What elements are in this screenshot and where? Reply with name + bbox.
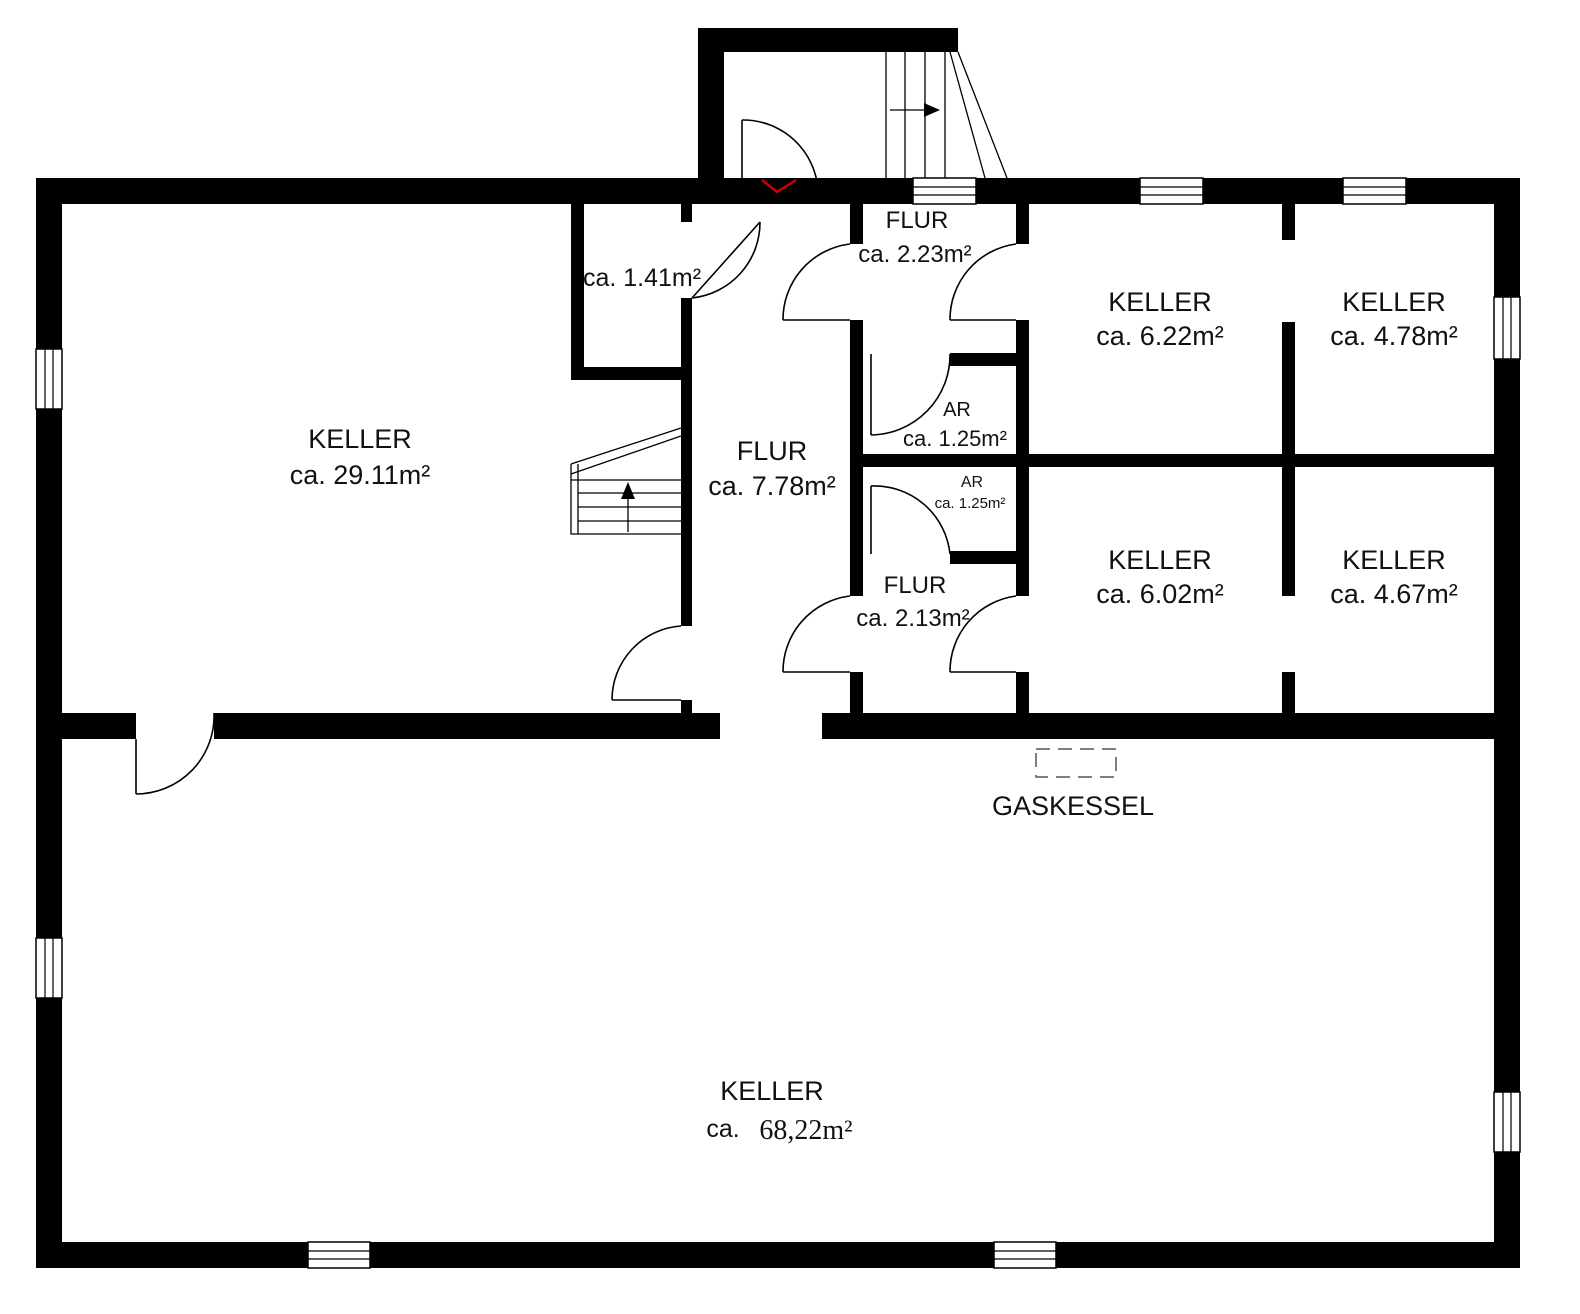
corridor-west-wall-c — [681, 700, 692, 730]
corridor-east-wall-c — [850, 672, 863, 730]
cellar-divider-c — [1282, 672, 1295, 730]
ar-upper-area: ca. 1.25m² — [903, 426, 1007, 451]
ar-lower-area: ca. 1.25m² — [935, 495, 1006, 512]
mid-wall-left — [36, 713, 136, 739]
flur-top-area: ca. 2.23m² — [858, 241, 971, 268]
keller-west-area: ca. 29.11m² — [290, 460, 431, 490]
cellar-divider-b — [1282, 322, 1295, 596]
window-left-2 — [35, 937, 63, 999]
keller-ne1-name: KELLER — [1108, 287, 1212, 317]
cellar-divider-a — [1282, 190, 1295, 240]
outer-wall-bottom — [36, 1242, 1520, 1268]
flur-lower-door-west — [782, 595, 851, 673]
flur-east-wall-a — [1016, 190, 1029, 244]
keller-ne2-name: KELLER — [1342, 287, 1446, 317]
flur-lower-name: FLUR — [884, 572, 947, 599]
storage-wall-left — [571, 190, 584, 380]
keller-big-name: KELLER — [720, 1076, 824, 1106]
keller-west-door — [611, 625, 682, 701]
window-top-1 — [912, 177, 977, 205]
keller-ne2-area: ca. 4.78m² — [1330, 321, 1458, 351]
corridor-west-wall-a — [681, 190, 692, 222]
ar-lower-bottom-wall — [950, 551, 1029, 564]
mid-wall-right — [822, 713, 1520, 739]
gas-boiler — [1035, 748, 1117, 778]
gas-boiler-label: GASKESSEL — [992, 791, 1154, 821]
window-left-1 — [35, 348, 63, 410]
storage-door — [691, 221, 761, 299]
ar-upper-door — [870, 353, 951, 436]
entry-door — [741, 119, 819, 194]
flur-lower-area: ca. 2.13m² — [856, 605, 969, 632]
ar-lower-door — [870, 485, 951, 555]
flur-top-door-east — [949, 243, 1017, 321]
flur-main-name: FLUR — [737, 436, 808, 466]
flur-top-name: FLUR — [886, 207, 949, 234]
keller-big-area-prefix: ca. — [706, 1115, 739, 1143]
keller-se2-area: ca. 4.67m² — [1330, 579, 1458, 609]
keller-se1-area: ca. 6.02m² — [1096, 579, 1224, 609]
corridor-east-wall-a — [850, 190, 863, 244]
corridor-west-wall-b — [681, 298, 692, 626]
doors — [135, 119, 1017, 795]
ar-separator-wall — [850, 454, 1029, 467]
keller-se1-name: KELLER — [1108, 545, 1212, 575]
cellar-mid-wall — [1016, 454, 1520, 467]
keller-ne1-area: ca. 6.22m² — [1096, 321, 1224, 351]
window-bottom-2 — [993, 1241, 1057, 1269]
stair-annex — [885, 51, 1008, 179]
entry-marker-icon — [761, 178, 797, 194]
ar-upper-name: AR — [943, 399, 971, 421]
window-right-2 — [1493, 1091, 1521, 1153]
ar-lower-name: AR — [961, 474, 983, 491]
window-top-2 — [1139, 177, 1204, 205]
flur-east-wall-c — [1016, 672, 1029, 730]
ar-upper-top-wall — [950, 353, 1029, 366]
keller-big-area-value: 68,22m² — [759, 1115, 852, 1146]
flur-top-door-west — [782, 243, 851, 321]
storage-wall-bottom — [571, 367, 692, 380]
annex-wall-top — [698, 28, 958, 52]
windows — [35, 177, 1521, 1269]
window-bottom-1 — [307, 1241, 371, 1269]
mid-wall-center-left — [214, 713, 720, 739]
keller-se2-name: KELLER — [1342, 545, 1446, 575]
keller-west-name: KELLER — [308, 424, 412, 454]
window-top-3 — [1342, 177, 1407, 205]
storage-area: ca. 1.41m² — [583, 264, 701, 292]
stair-west-arrow-icon — [621, 482, 635, 499]
stair-west — [570, 427, 682, 535]
flur-lower-door-east — [949, 595, 1017, 673]
keller-big-door — [135, 712, 215, 795]
window-right-1 — [1493, 296, 1521, 360]
annex-wall-left — [698, 28, 724, 204]
flur-main-area: ca. 7.78m² — [708, 471, 836, 501]
room-labels: KELLER ca. 29.11m² ca. 1.41m² FLUR ca. 7… — [290, 207, 1458, 1146]
stair-annex-arrow-icon — [924, 103, 940, 117]
